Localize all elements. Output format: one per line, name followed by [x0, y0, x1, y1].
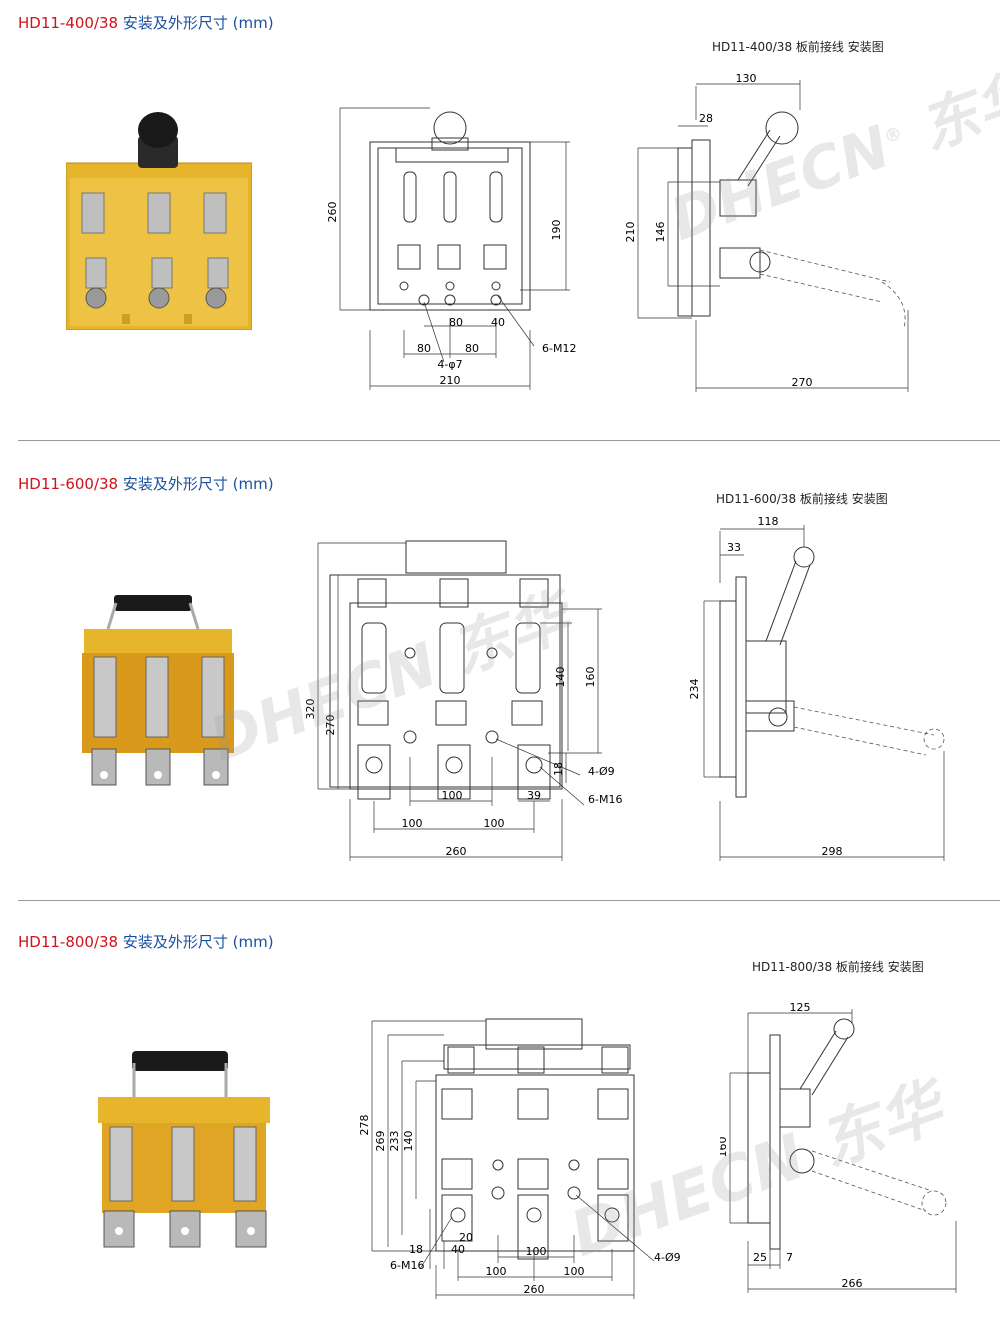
dim-mount-spacing: 100 [442, 789, 463, 802]
product-photo [98, 1051, 270, 1248]
dim-mount-height: 233 [388, 1131, 401, 1152]
dim-hole-spacing: 146 [654, 222, 667, 243]
section-title: HD11-400/38 安装及外形尺寸 (mm) [18, 12, 274, 33]
dim-side-height: 234 [688, 679, 701, 700]
dim-terminal-width: 40 [451, 1243, 465, 1256]
section-divider [18, 440, 1000, 441]
dim-pole-spacing-left: 100 [402, 817, 423, 830]
dim-swing-length: 270 [792, 376, 813, 389]
dim-inner-height: 190 [550, 220, 563, 241]
model-name: HD11-400/38 [18, 14, 119, 32]
dim-terminal-offset: 18 [552, 762, 565, 776]
section-title: HD11-800/38 安装及外形尺寸 (mm) [18, 931, 274, 952]
section-title: HD11-600/38 安装及外形尺寸 (mm) [18, 473, 274, 494]
dim-mount-spacing: 100 [526, 1245, 547, 1258]
side-view-caption: HD11-400/38 板前接线 安装图 [712, 40, 884, 54]
dim-depth: 130 [736, 72, 757, 85]
dim-offset: 40 [491, 316, 505, 329]
section-hd11-400: HD11-400/38 安装及外形尺寸 (mm) HD11-400/38 板前接… [0, 0, 1000, 441]
dim-pole-spacing-right: 100 [564, 1265, 585, 1278]
dim-swing-length: 266 [842, 1277, 863, 1290]
section-description: 安装及外形尺寸 (mm) [122, 14, 274, 32]
side-view-caption: HD11-800/38 板前接线 安装图 [752, 960, 924, 974]
dim-height: 260 [326, 202, 339, 223]
product-photo [82, 595, 234, 786]
dim-pole-spacing-right: 100 [484, 817, 505, 830]
side-view-caption: HD11-600/38 板前接线 安装图 [716, 492, 888, 506]
dim-pole-spacing-right: 80 [465, 342, 479, 355]
dim-width: 260 [524, 1283, 545, 1296]
dim-depth: 118 [758, 515, 779, 528]
dim-swing-length: 298 [822, 845, 843, 858]
dim-inner-height: 160 [584, 667, 597, 688]
dim-pole-spacing-left: 80 [417, 342, 431, 355]
section-hd11-800: HD11-800/38 安装及外形尺寸 (mm) HD11-800/38 板前接… [0, 901, 1000, 1326]
side-view-drawing: 118 33 234 298 [688, 515, 945, 861]
dim-frame-height: 269 [374, 1131, 387, 1152]
dim-terminal-edge: 18 [409, 1243, 423, 1256]
dim-hole-spacing: 140 [554, 667, 567, 688]
dim-mount-spacing: 80 [449, 316, 463, 329]
section-description: 安装及外形尺寸 (mm) [122, 933, 274, 951]
dim-mount-holes: 4-Ø9 [654, 1251, 680, 1264]
front-view-drawing: 260 190 80 40 80 80 4-φ7 6-M12 210 [326, 107, 576, 390]
dim-terminal-thread: 6-M12 [542, 342, 576, 355]
section-description: 安装及外形尺寸 (mm) [122, 475, 274, 493]
side-view-drawing: 130 28 210 146 270 [624, 72, 909, 392]
dim-terminal-thread: 6-M16 [588, 793, 622, 806]
dim-mount-holes: 4-φ7 [437, 358, 462, 371]
dim-hole-spacing: 140 [402, 1131, 415, 1152]
dim-overall-height: 278 [360, 1115, 371, 1136]
model-name: HD11-600/38 [18, 475, 119, 493]
dim-mount-holes: 4-Ø9 [588, 765, 615, 778]
dim-mount-height: 270 [324, 715, 337, 736]
dim-side-height: 160 [720, 1137, 729, 1158]
dim-side-height: 210 [624, 222, 637, 243]
dim-terminal-offset: 20 [459, 1231, 473, 1244]
dim-width: 210 [440, 374, 461, 387]
dim-width: 260 [446, 845, 467, 858]
dim-plate-depth: 33 [727, 541, 741, 554]
dim-pole-spacing-left: 100 [486, 1265, 507, 1278]
dim-gap: 7 [786, 1251, 793, 1264]
section-hd11-600: HD11-600/38 安装及外形尺寸 (mm) HD11-600/38 板前接… [0, 441, 1000, 901]
dim-plate-depth: 28 [699, 112, 713, 125]
section-divider [18, 900, 1000, 901]
dim-depth: 125 [790, 1001, 811, 1014]
dim-terminal-thread: 6-M16 [390, 1259, 424, 1272]
side-view-drawing: 125 160 25 7 266 [720, 1001, 957, 1293]
front-view-drawing: 278 269 233 140 20 18 40 6-M16 100 100 1… [360, 1018, 680, 1299]
dim-plate-depth: 25 [753, 1251, 767, 1264]
product-photo [66, 112, 252, 330]
model-name: HD11-800/38 [18, 933, 119, 951]
dim-terminal-width: 39 [527, 789, 541, 802]
front-view-drawing: 320 270 140 160 18 4-Ø9 100 39 6-M16 100… [304, 540, 622, 861]
dim-height: 320 [304, 699, 317, 720]
